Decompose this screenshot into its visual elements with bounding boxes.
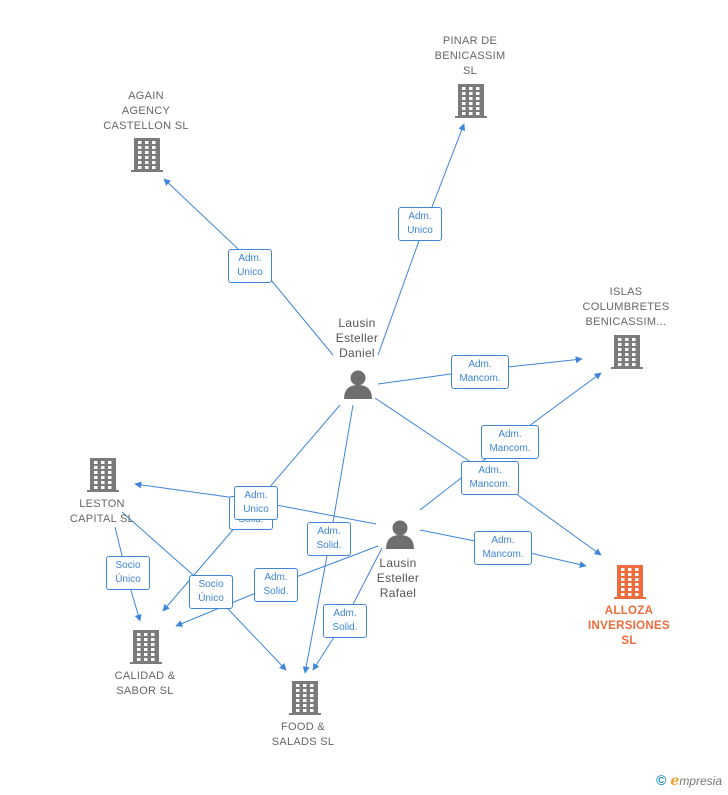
relation-adm-solid-food-rafael[interactable]: Adm. Solid. xyxy=(323,604,367,638)
relation-adm-mancom-islas-rafael[interactable]: Adm. Mancom. xyxy=(481,425,539,459)
copyright-icon: © xyxy=(656,772,667,788)
company-label-leston-capital[interactable]: LESTON CAPITAL SL xyxy=(69,498,135,525)
company-label-islas-columbretes[interactable]: ISLAS COLUMBRETES BENICASSIM... xyxy=(582,286,670,328)
brand-watermark: ©empresia xyxy=(656,772,722,789)
company-label-pinar-de-benicassim[interactable]: PINAR DE BENICASSIM SL xyxy=(434,35,506,77)
company-label-calidad-sabor[interactable]: CALIDAD & SABOR SL xyxy=(114,670,176,697)
company-label-again-agency[interactable]: AGAIN AGENCY CASTELLON SL xyxy=(103,90,189,132)
company-label-alloza-inversiones[interactable]: ALLOZA INVERSIONES SL xyxy=(588,605,670,647)
company-label-food-salads[interactable]: FOOD & SALADS SL xyxy=(271,721,335,748)
building-icon-alloza-inversiones[interactable] xyxy=(614,565,646,599)
relation-adm-solid-calidad-rafael[interactable]: Adm. Solid. xyxy=(254,568,298,602)
building-icon-again-agency[interactable] xyxy=(131,138,163,172)
building-icon-food-salads[interactable] xyxy=(289,681,321,715)
relation-adm-unico-pinar[interactable]: Adm. Unico xyxy=(398,207,442,241)
node-icons xyxy=(87,84,646,715)
person-label-rafael[interactable]: Lausin Esteller Rafael xyxy=(376,556,420,600)
building-icon-leston-capital[interactable] xyxy=(87,458,119,492)
relation-adm-unico-again[interactable]: Adm. Unico xyxy=(228,249,272,283)
building-icon-pinar-de-benicassim[interactable] xyxy=(455,84,487,118)
relation-adm-unico-leston[interactable]: Adm. Unico xyxy=(234,486,278,520)
building-icon-calidad-sabor[interactable] xyxy=(130,630,162,664)
relation-adm-solid-food-daniel[interactable]: Adm. Solid. xyxy=(307,522,351,556)
relation-adm-mancom-alloza-daniel[interactable]: Adm. Mancom. xyxy=(461,461,519,495)
person-icon-daniel[interactable] xyxy=(344,370,372,400)
brand-name: mpresia xyxy=(679,774,722,788)
building-icon-islas-columbretes[interactable] xyxy=(611,335,643,369)
relation-adm-mancom-alloza-rafael[interactable]: Adm. Mancom. xyxy=(474,531,532,565)
person-label-daniel[interactable]: Lausin Esteller Daniel xyxy=(335,316,379,360)
relation-adm-mancom-islas-daniel[interactable]: Adm. Mancom. xyxy=(451,355,509,389)
relation-socio-unico-leston-calidad[interactable]: Socio Único xyxy=(106,556,150,590)
person-icon-rafael[interactable] xyxy=(386,520,414,550)
brand-logo-letter: e xyxy=(670,773,680,789)
relation-socio-unico-leston-food[interactable]: Socio Único xyxy=(189,575,233,609)
